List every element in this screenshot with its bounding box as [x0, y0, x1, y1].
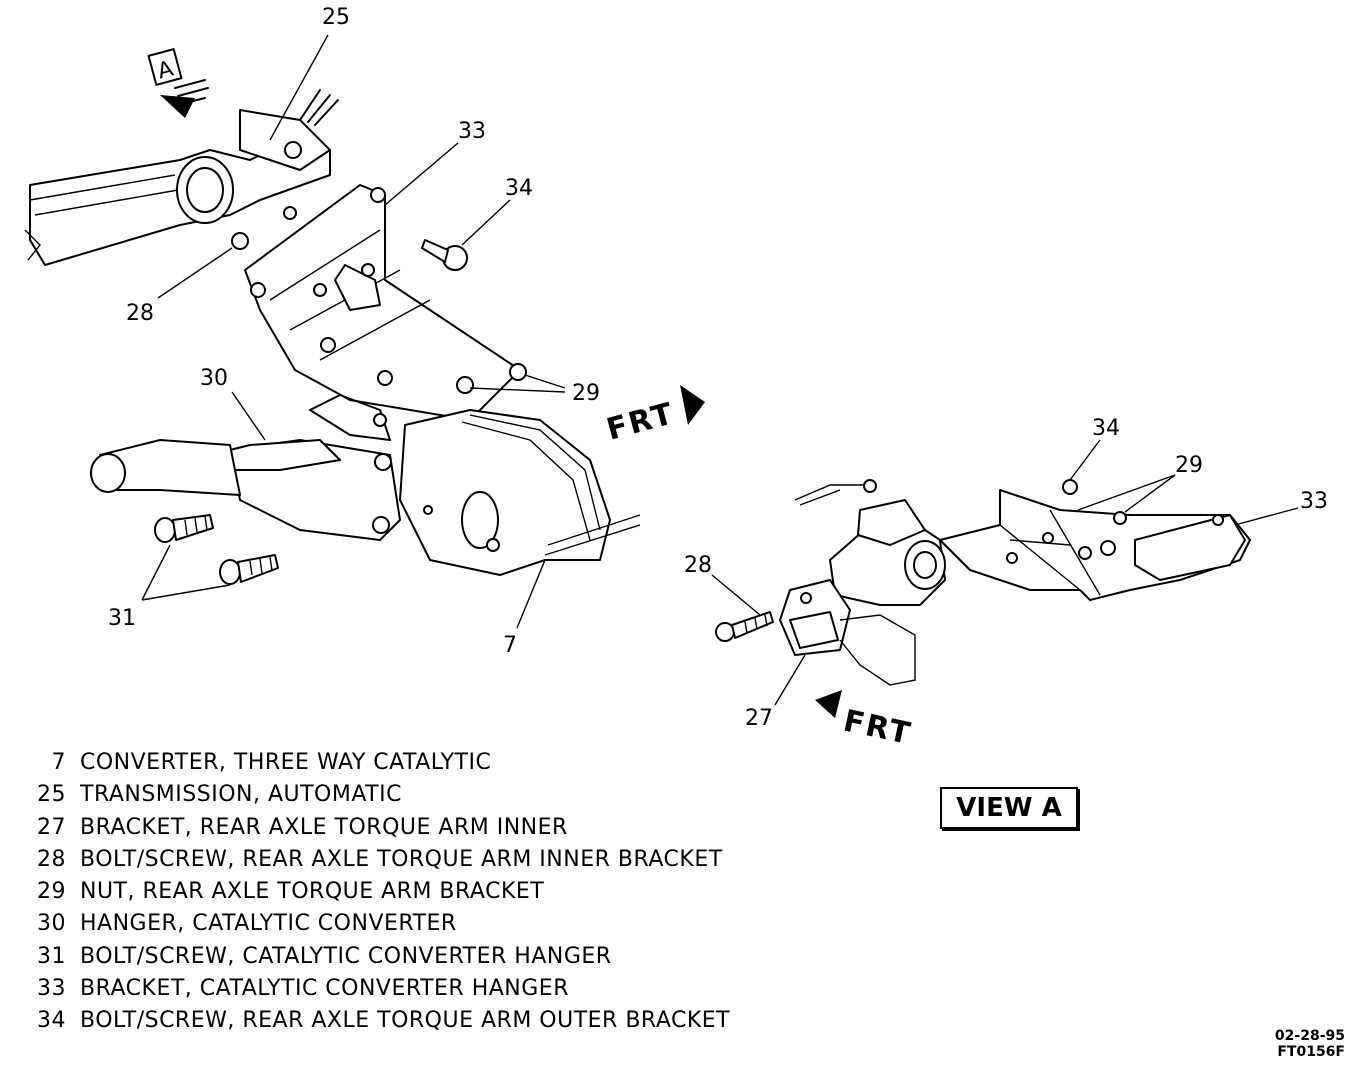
- legend-item-number: 28: [37, 846, 66, 872]
- legend-item-text: BRACKET, CATALYTIC CONVERTER HANGER: [80, 976, 569, 1002]
- front-arrow-icon: [680, 385, 705, 425]
- catalytic-converter-part: [399, 409, 641, 576]
- legend-item-number: 25: [37, 782, 66, 808]
- callout-27: 27: [745, 706, 773, 731]
- torque-arm-outer-bolt: [421, 239, 468, 271]
- legend-item: 25 TRANSMISSION, AUTOMATIC: [14, 782, 730, 814]
- legend-item: 34 BOLT/SCREW, REAR AXLE TORQUE ARM OUTER…: [14, 1008, 730, 1040]
- view-a-label: VIEW A: [940, 787, 1078, 829]
- callout-29-view-a: 29: [1175, 453, 1203, 478]
- legend-item-number: 31: [37, 943, 66, 969]
- leader-lines: [141, 34, 566, 629]
- view-direction-arrow: [160, 79, 209, 118]
- callout-33-view-a: 33: [1300, 489, 1328, 514]
- legend-item-number: 29: [37, 879, 66, 905]
- view-a-outer-bolt: [1062, 479, 1078, 495]
- legend-item-text: CONVERTER, THREE WAY CATALYTIC: [80, 750, 492, 775]
- front-direction-indicator: FRT: [603, 385, 705, 448]
- legend-item: 31 BOLT/SCREW, CATALYTIC CONVERTER HANGER: [14, 944, 730, 976]
- legend-item: 27 BRACKET, REAR AXLE TORQUE ARM INNER: [14, 815, 730, 847]
- callout-28-view-a: 28: [684, 553, 712, 578]
- legend-item: 7 CONVERTER, THREE WAY CATALYTIC: [14, 750, 730, 782]
- view-a-transmission-part: [794, 479, 946, 606]
- callout-25: 25: [322, 5, 350, 30]
- callout-31: 31: [108, 606, 136, 631]
- torque-arm-inner-bolt: [231, 206, 297, 250]
- legend-item: 29 NUT, REAR AXLE TORQUE ARM BRACKET: [14, 879, 730, 911]
- callout-7: 7: [503, 633, 517, 658]
- view-a-leader-lines: [711, 439, 1299, 706]
- view-a-front-label: FRT: [840, 704, 914, 750]
- legend-item: 30 HANGER, CATALYTIC CONVERTER: [14, 911, 730, 943]
- view-a-nut: [1113, 511, 1127, 525]
- callout-34-main: 34: [505, 176, 533, 201]
- exploded-parts-diagram: A: [24, 5, 1328, 750]
- view-a-marker-letter: A: [155, 56, 176, 84]
- callout-29-main: 29: [572, 381, 600, 406]
- hanger-bolt-upper: [154, 514, 214, 543]
- view-a-hanger-bracket-part: [939, 489, 1251, 601]
- legend-item-number: 30: [37, 911, 66, 937]
- legend-item: 28 BOLT/SCREW, REAR AXLE TORQUE ARM INNER…: [14, 847, 730, 879]
- converter-hanger-bracket-part: [244, 184, 527, 441]
- view-a-illustration: FRT 34 29 33 28 27: [684, 416, 1328, 750]
- front-label: FRT: [603, 396, 678, 448]
- legend-item-text: HANGER, CATALYTIC CONVERTER: [80, 911, 457, 937]
- callout-30: 30: [200, 366, 228, 391]
- view-a-inner-bracket-part: [779, 579, 916, 686]
- view-a-marker: A: [147, 48, 209, 118]
- legend-item-text: BOLT/SCREW, CATALYTIC CONVERTER HANGER: [80, 943, 612, 969]
- legend-item-number: 33: [37, 976, 66, 1002]
- callout-34-view-a: 34: [1092, 416, 1120, 441]
- transmission-part: [24, 89, 339, 266]
- converter-hanger-part: [229, 439, 401, 541]
- legend-item-text: BOLT/SCREW, REAR AXLE TORQUE ARM INNER B…: [80, 846, 723, 872]
- legend-item-text: BOLT/SCREW, REAR AXLE TORQUE ARM OUTER B…: [80, 1008, 731, 1034]
- view-a-inner-bolt: [715, 611, 774, 642]
- legend-item-number: 7: [51, 750, 66, 775]
- legend-item-text: TRANSMISSION, AUTOMATIC: [80, 782, 402, 808]
- callout-28-main: 28: [126, 301, 154, 326]
- exhaust-pipe-part: [90, 439, 241, 496]
- legend-item-number: 34: [37, 1008, 66, 1034]
- hanger-bolt-lower: [219, 554, 279, 585]
- figure-date: 02-28-95: [1274, 1028, 1345, 1044]
- parts-legend: 7 CONVERTER, THREE WAY CATALYTIC 25 TRANSM…: [14, 750, 730, 1041]
- legend-item-number: 27: [37, 814, 66, 840]
- legend-item-text: BRACKET, REAR AXLE TORQUE ARM INNER: [80, 814, 568, 840]
- figure-id: FT0156F: [1277, 1044, 1345, 1060]
- callout-33-main: 33: [458, 119, 486, 144]
- figure-code: 02-28-95 FT0156F: [1230, 1028, 1345, 1060]
- view-a-front-direction-indicator: FRT: [815, 690, 915, 750]
- legend-item-text: NUT, REAR AXLE TORQUE ARM BRACKET: [80, 879, 545, 905]
- view-a-front-arrow-icon: [815, 690, 842, 718]
- legend-item: 33 BRACKET, CATALYTIC CONVERTER HANGER: [14, 976, 730, 1008]
- main-assembly-illustration: A: [24, 5, 705, 658]
